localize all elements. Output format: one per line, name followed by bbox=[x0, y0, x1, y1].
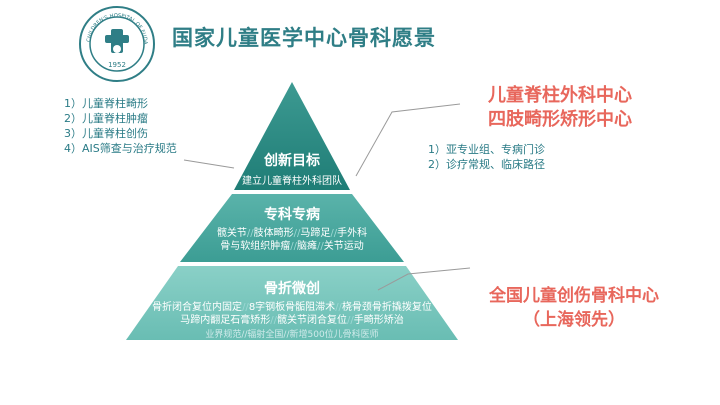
procedure-item: 髋关节闭合复位 bbox=[277, 315, 347, 326]
list-item: 1）儿童脊柱畸形 bbox=[64, 97, 148, 110]
specialty-item: 髋关节 bbox=[216, 228, 247, 239]
trauma-center-subtitle: （上海领先） bbox=[523, 310, 625, 330]
procedure-item: 骨折闭合复位内固定 bbox=[152, 302, 243, 313]
top-tier-subtitle: 建立儿童脊柱外科团队 bbox=[242, 176, 342, 187]
procedure-item: 马蹄内翻足石膏矫形 bbox=[180, 315, 271, 326]
goal-item: 业界规范 bbox=[205, 330, 242, 340]
list-item: 3）儿童脊柱创伤 bbox=[64, 127, 148, 140]
goal-item: 辐射全国 bbox=[247, 330, 284, 340]
connector-left-top bbox=[183, 159, 235, 169]
right-top-list: 1）亚专业组、专病门诊 2）诊疗常规、临床路径 bbox=[428, 142, 545, 172]
bottom-tier-line3: 业界规范//辐射全国//新增500位儿骨科医师 bbox=[205, 330, 379, 340]
procedure-item: 桡骨颈骨折撬拨复位 bbox=[341, 302, 432, 313]
connector-right-bottom bbox=[377, 267, 471, 291]
bottom-tier-text: 骨折微创 骨折闭合复位内固定//8字钢板骨骺阻滞术//桡骨颈骨折撬拨复位 马蹄内… bbox=[126, 278, 458, 340]
list-item: 1）亚专业组、专病门诊 bbox=[428, 143, 545, 156]
middle-tier-text: 专科专病 髋关节//肢体畸形//马蹄足//手外科 骨与软组织肿瘤//脑瘫//关节… bbox=[180, 204, 404, 253]
middle-tier-line1: 髋关节//肢体畸形//马蹄足//手外科 bbox=[216, 228, 368, 239]
specialty-item: 关节运动 bbox=[323, 241, 364, 252]
limb-center-title: 四肢畸形矫形中心 bbox=[488, 109, 632, 130]
top-tier-text: 创新目标 建立儿童脊柱外科团队 bbox=[232, 150, 352, 187]
goal-item: 新增500位儿骨科医师 bbox=[289, 330, 379, 340]
hospital-logo: CHILDREN'S HOSPITAL OF FUDAN UNIVERSITY … bbox=[78, 5, 155, 82]
logo-year: 1952 bbox=[108, 61, 126, 69]
middle-tier-line2: 骨与软组织肿瘤//脑瘫//关节运动 bbox=[220, 241, 364, 252]
middle-tier-title: 专科专病 bbox=[264, 207, 320, 223]
pyramid-middle-tier bbox=[180, 194, 404, 262]
specialty-item: 马蹄足 bbox=[300, 228, 331, 239]
specialty-item: 手外科 bbox=[337, 228, 368, 239]
procedure-item: 8字钢板骨骺阻滞术 bbox=[248, 302, 336, 313]
spine-center-title: 儿童脊柱外科中心 bbox=[488, 85, 632, 106]
procedure-item: 手畸形矫治 bbox=[353, 315, 404, 326]
bottom-tier-line1: 骨折闭合复位内固定//8字钢板骨骺阻滞术//桡骨颈骨折撬拨复位 bbox=[152, 302, 432, 313]
specialty-item: 肢体畸形 bbox=[253, 228, 294, 239]
list-item: 4）AIS筛查与治疗规范 bbox=[64, 142, 177, 155]
connector-right-top bbox=[355, 103, 461, 177]
left-spine-list: 1）儿童脊柱畸形 2）儿童脊柱肿瘤 3）儿童脊柱创伤 4）AIS筛查与治疗规范 bbox=[64, 96, 177, 156]
right-top-heading: 儿童脊柱外科中心 四肢畸形矫形中心 bbox=[440, 84, 680, 132]
trauma-center-title: 全国儿童创伤骨科中心 bbox=[489, 286, 659, 306]
bottom-tier-title: 骨折微创 bbox=[264, 281, 320, 297]
specialty-item: 骨与软组织肿瘤 bbox=[220, 241, 291, 252]
bottom-tier-line2: 马蹄内翻足石膏矫形//髋关节闭合复位//手畸形矫治 bbox=[180, 315, 404, 326]
pyramid-bottom-tier bbox=[126, 266, 458, 340]
top-tier-title: 创新目标 bbox=[264, 153, 320, 169]
list-item: 2）儿童脊柱肿瘤 bbox=[64, 112, 148, 125]
pyramid-top-tier bbox=[234, 82, 350, 190]
page-title: 国家儿童医学中心骨科愿景 bbox=[172, 26, 436, 50]
list-item: 2）诊疗常规、临床路径 bbox=[428, 158, 545, 171]
right-bottom-heading: 全国儿童创伤骨科中心 （上海领先） bbox=[456, 284, 692, 332]
specialty-item: 脑瘫 bbox=[297, 241, 317, 252]
